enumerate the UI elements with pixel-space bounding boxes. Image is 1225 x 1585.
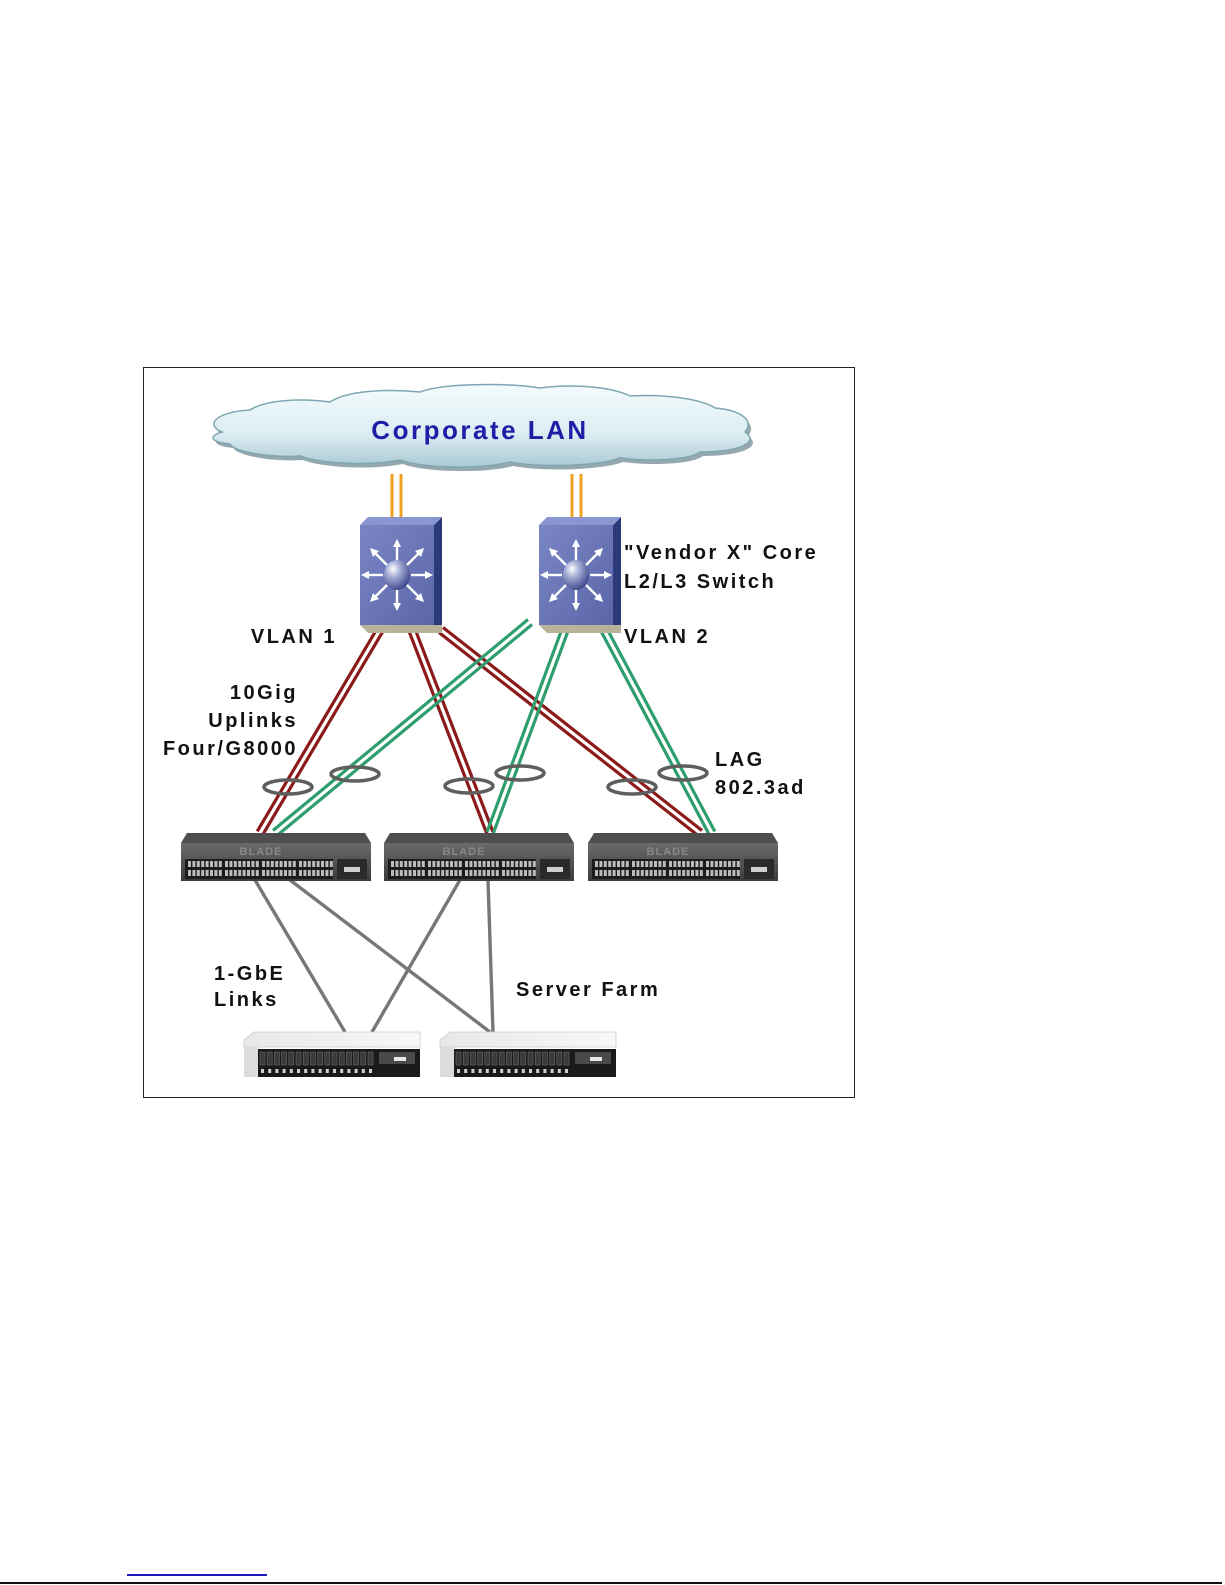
server-group (243, 1031, 617, 1077)
vlan1-uplink (407, 628, 495, 835)
gbe-link-group (253, 878, 495, 1034)
lag-rings (262, 764, 709, 796)
uplinks-label-line3: Four/G8000 (163, 738, 298, 760)
uplink-group (255, 618, 717, 837)
vlan2-label: VLAN 2 (624, 626, 710, 648)
vlan2-uplink (485, 628, 570, 835)
access-switch-2[interactable]: BLADE (384, 833, 574, 881)
brand-label: BLADE (240, 846, 283, 858)
lag-label-line2: 802.3ad (715, 777, 806, 799)
brand-label: BLADE (647, 846, 690, 858)
uplinks-label-line1: 10Gig (230, 682, 298, 704)
cloud-icon (212, 383, 753, 472)
core-switch-1[interactable] (359, 517, 442, 633)
lag-ring (494, 764, 546, 782)
cloud-label: Corporate LAN (371, 415, 588, 445)
vlan1-label: VLAN 1 (251, 626, 337, 648)
gbe-link (253, 879, 347, 1033)
l3-switch-icon (384, 560, 410, 590)
lag-label-line1: LAG (715, 749, 765, 771)
access-switch-group: BLADE BLADE BLADE (181, 833, 778, 881)
server-2[interactable] (439, 1031, 617, 1077)
server-farm-label: Server Farm (516, 979, 660, 1001)
brand-label: BLADE (443, 846, 486, 858)
gbe-label-line1: 1-GbE (214, 963, 285, 985)
lag-ring (606, 778, 658, 796)
uplinks-label-line2: Uplinks (208, 710, 298, 732)
vlan2-uplink (271, 618, 534, 837)
gbe-link (288, 878, 492, 1034)
core-switch-label-line1: "Vendor X" Core (624, 542, 818, 564)
access-switch-3[interactable]: BLADE (588, 833, 778, 881)
gbe-link (370, 879, 462, 1033)
cloud-uplinks (390, 474, 583, 525)
lag-ring (657, 764, 709, 782)
vlan2-uplink (599, 627, 717, 836)
core-switch-2[interactable] (538, 517, 621, 633)
lag-ring (443, 777, 495, 795)
l3-switch-icon (563, 560, 589, 590)
vlan1-uplink (255, 627, 385, 836)
gbe-label-line2: Links (214, 989, 279, 1011)
diagram-frame (143, 367, 855, 1098)
footer-rule (0, 1582, 1222, 1584)
server-1[interactable] (243, 1031, 421, 1077)
lag-ring (262, 778, 314, 796)
footer-link-underline[interactable] (127, 1574, 267, 1576)
lag-ring (329, 765, 381, 783)
core-switch-label-line2: L2/L3 Switch (624, 571, 776, 593)
access-switch-1[interactable]: BLADE (181, 833, 371, 881)
gbe-link (486, 879, 495, 1033)
